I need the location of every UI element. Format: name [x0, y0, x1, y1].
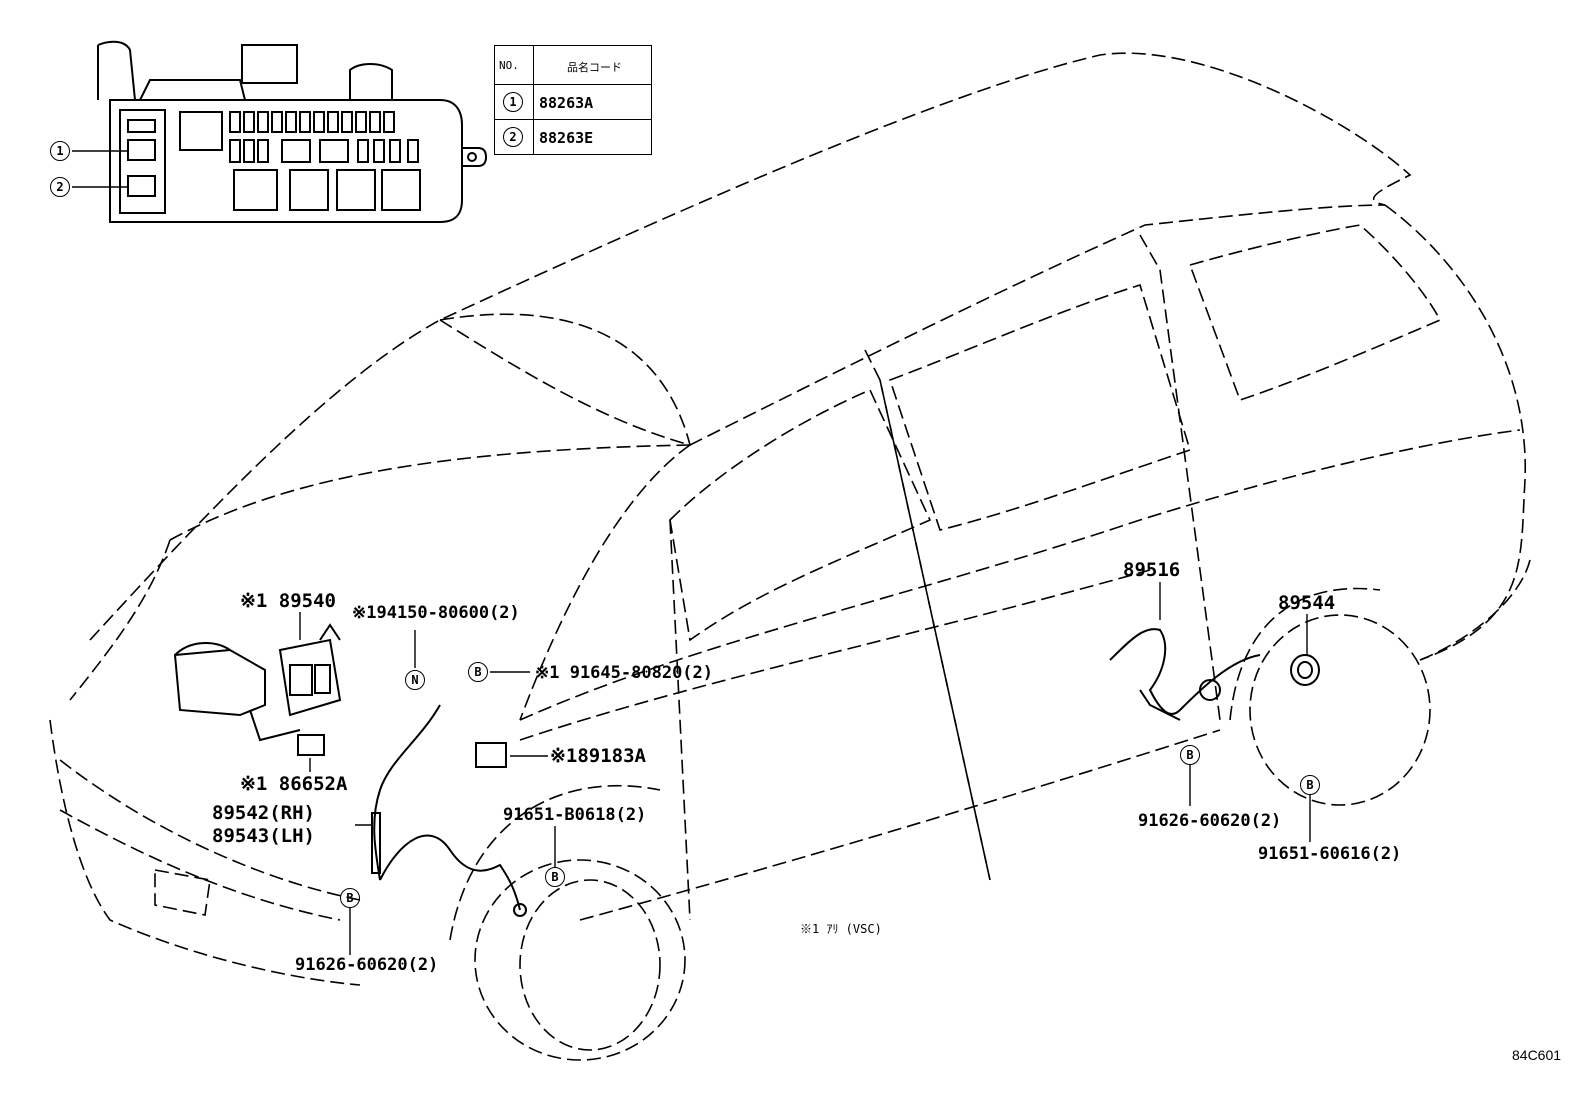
- part-label-89544: 89544: [1278, 592, 1336, 614]
- rear-bumper: [1419, 559, 1531, 661]
- code-table-row-no: 1: [503, 92, 523, 112]
- hood-front: [69, 539, 171, 701]
- b-pillar: [864, 349, 991, 881]
- beltline: [519, 569, 1151, 741]
- rear-wheel: [1249, 614, 1431, 806]
- abs-actuator: [173, 623, 507, 768]
- roof-outline: [89, 52, 1412, 641]
- code-table-header-code: 品名コード: [567, 61, 622, 74]
- part-label-91626-front: 91626-60620(2): [295, 955, 439, 975]
- middle-window: [888, 283, 1191, 531]
- callout-leaders: [72, 150, 128, 188]
- roof-inner: [439, 204, 1386, 446]
- rotor-89544: [1290, 654, 1320, 686]
- front-speed-sensor-harness: [371, 704, 527, 917]
- code-table-row-code: 88263A: [539, 94, 594, 112]
- front-fascia: [59, 759, 361, 901]
- code-table: NO. 品名コード 1 88263A 2 88263E: [494, 45, 652, 155]
- code-table-row-no: 2: [503, 127, 523, 147]
- front-side-window: [669, 388, 932, 642]
- part-label-91651-b0618: 91651-B0618(2): [503, 805, 647, 825]
- code-table-header-no: NO.: [499, 59, 519, 72]
- part-label-89542: 89542(RH): [212, 802, 315, 824]
- front-wheel-inner: [519, 879, 661, 1051]
- code-table-rule: [495, 84, 651, 85]
- front-arch: [449, 784, 661, 941]
- roof-front-edge: [439, 313, 691, 446]
- part-label-91651-rear: 91651-60616(2): [1258, 844, 1402, 864]
- relay-89183a: [475, 742, 507, 768]
- a-pillar: [519, 444, 691, 721]
- part-label-91626-rear: 91626-60620(2): [1138, 811, 1282, 831]
- b-mark: B: [468, 662, 488, 682]
- b-mark: B: [1180, 745, 1200, 765]
- b-mark: B: [545, 867, 565, 887]
- code-table-rule: [495, 119, 651, 120]
- sliding-door: [669, 379, 991, 921]
- front-wheel: [474, 859, 686, 1061]
- relay-callout-1: 1: [50, 141, 70, 161]
- rear-window: [1188, 224, 1442, 402]
- part-label-89540: ※1 89540: [240, 590, 336, 612]
- rocker: [579, 729, 1221, 921]
- grille: [59, 809, 341, 921]
- part-label-89183a: ※189183A: [550, 745, 646, 767]
- b-mark: B: [1300, 775, 1320, 795]
- part-label-194150: ※194150-80600(2): [352, 603, 520, 623]
- hood-line: [169, 444, 691, 541]
- part-label-89516: 89516: [1123, 559, 1181, 581]
- n-mark: N: [405, 670, 425, 690]
- relay-callout-2: 2: [50, 177, 70, 197]
- plate: [154, 869, 211, 916]
- sensor-86652a: [297, 734, 325, 756]
- rear-speed-sensor-harness: [1109, 628, 1320, 721]
- code-table-row-code: 88263E: [539, 129, 594, 147]
- code-table-divider: [495, 46, 534, 154]
- b-mark: B: [340, 888, 360, 908]
- part-leaders: [299, 582, 1311, 955]
- figure-code: 84C601: [1512, 1047, 1562, 1063]
- part-label-91645: ※1 91645-80820(2): [535, 663, 714, 683]
- note-vsc: ※1 ｱﾘ (VSC): [800, 922, 882, 936]
- front-bumper: [49, 719, 361, 986]
- relay-block: [97, 40, 488, 223]
- part-label-86652a: ※1 86652A: [240, 773, 348, 795]
- c-pillar: [1139, 234, 1221, 721]
- part-label-89543: 89543(LH): [212, 825, 315, 847]
